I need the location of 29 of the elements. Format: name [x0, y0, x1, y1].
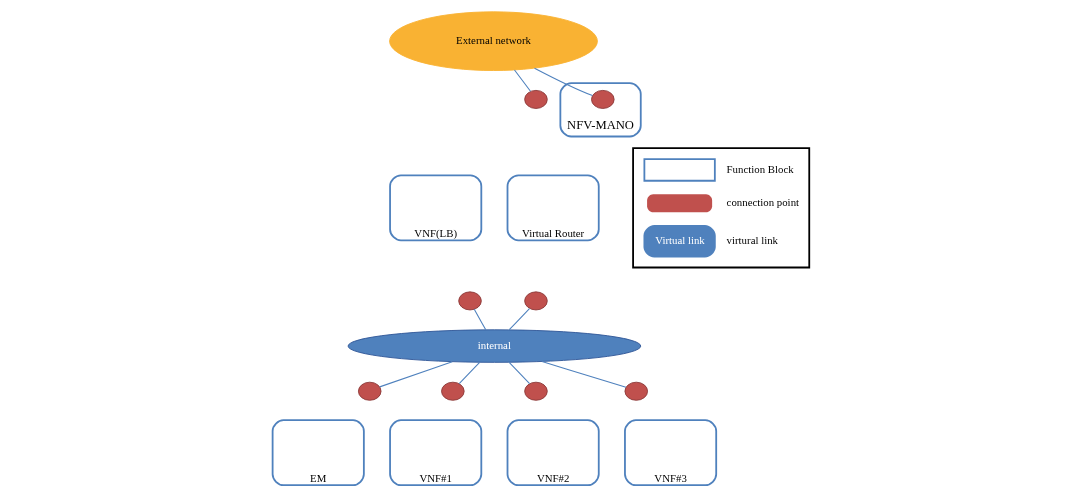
cluster: NFV-MANO [559, 82, 642, 138]
connector [508, 308, 530, 331]
node-ellipse: internal [347, 329, 642, 363]
node-circle [458, 291, 482, 311]
label: Virtual link [655, 234, 705, 247]
node-circle [591, 89, 615, 109]
node-box: VNF#3 [624, 419, 718, 487]
node-ellipse: External network [389, 11, 598, 71]
node-circle [358, 381, 382, 401]
node-circle [441, 381, 465, 401]
node-circle [524, 291, 548, 311]
connector [513, 69, 532, 92]
legend-label: Function Block [726, 162, 794, 175]
node-circle [624, 381, 648, 401]
legend-label: virtural link [726, 234, 779, 247]
connector [541, 361, 627, 388]
node-circle [524, 89, 548, 109]
legend-label: connection point [726, 196, 800, 209]
node-box: VNF(LB) [389, 174, 483, 242]
node-box: VNF#2 [506, 419, 600, 487]
node-circle [524, 381, 548, 401]
connector [473, 308, 487, 331]
connector [534, 67, 593, 97]
node-box: VNF#1 [389, 419, 483, 487]
connector [458, 361, 481, 385]
connector [508, 361, 531, 385]
node-box: EM [271, 419, 365, 487]
connector [379, 361, 453, 388]
node-box: Virtual Router [506, 174, 600, 242]
